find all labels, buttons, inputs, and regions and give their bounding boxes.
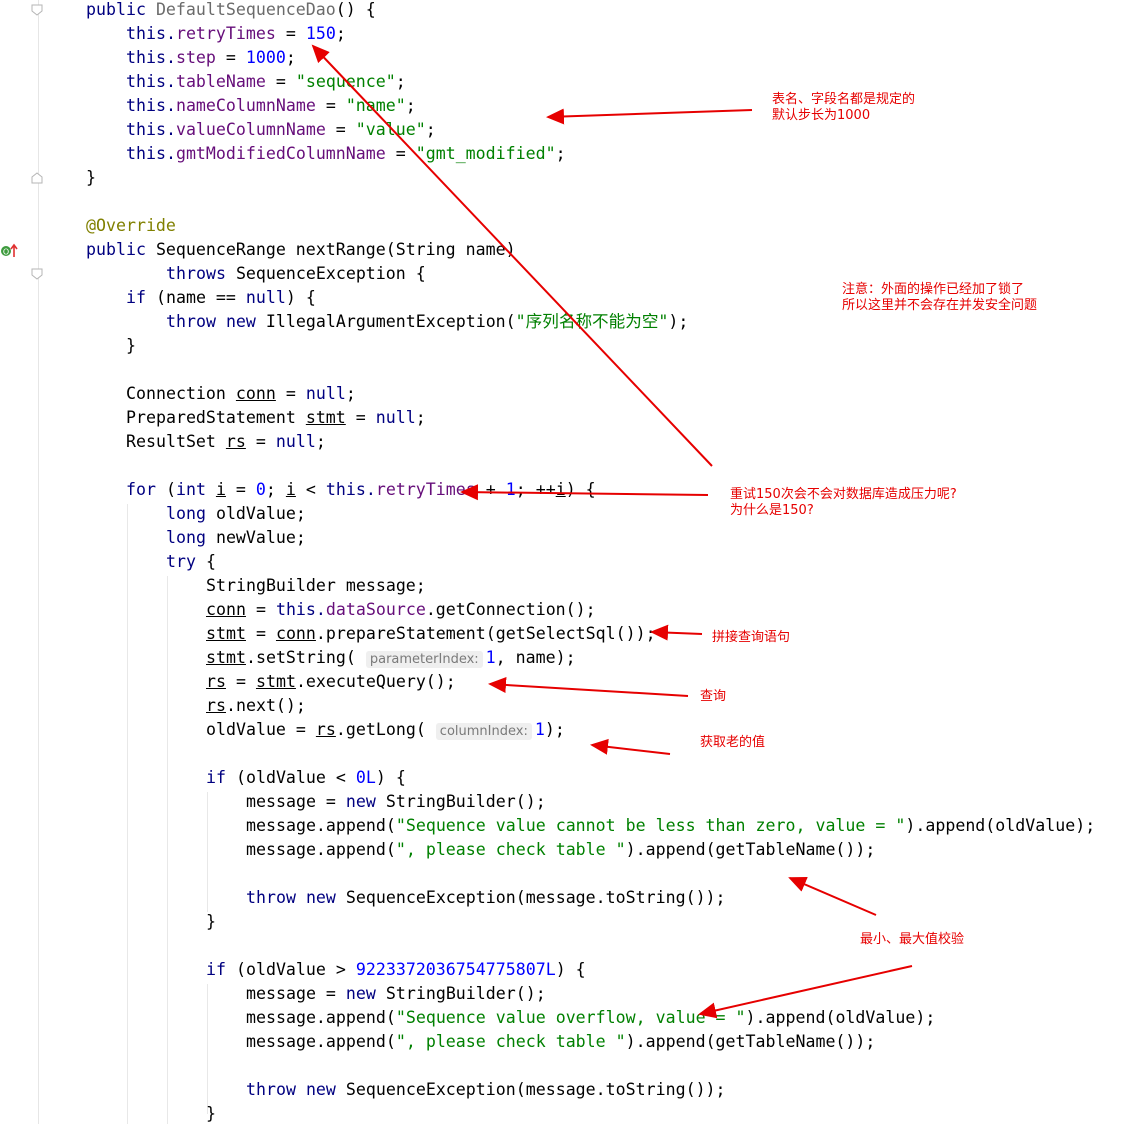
note-table-names: 表名、字段名都是规定的 默认步长为1000 bbox=[772, 92, 916, 123]
arrow-build-sql bbox=[650, 624, 703, 641]
code-line: if (name == null) { bbox=[126, 288, 316, 307]
code-line: this.step = 1000; bbox=[126, 48, 296, 67]
code-line: PreparedStatement stmt = null; bbox=[126, 408, 426, 427]
note-min-max: 最小、最大值校验 bbox=[860, 932, 965, 947]
code-line: throw new SequenceException(message.toSt… bbox=[246, 888, 726, 907]
override-gutter-icon[interactable]: O bbox=[0, 242, 20, 260]
code-line: message.append(", please check table ").… bbox=[246, 840, 876, 859]
arrow-retry-times bbox=[311, 44, 713, 467]
code-line: long newValue; bbox=[166, 528, 306, 547]
indent-guide bbox=[207, 984, 208, 1114]
code-line: try { bbox=[166, 552, 216, 571]
code-line: @Override bbox=[86, 216, 176, 235]
code-line: message = new StringBuilder(); bbox=[246, 984, 546, 1003]
code-line: } bbox=[206, 912, 216, 931]
arrow-query bbox=[488, 676, 689, 697]
arrow-old-value bbox=[590, 738, 671, 755]
code-line: throw new IllegalArgumentException("序列名称… bbox=[166, 312, 689, 331]
arrow-retry-loop bbox=[460, 484, 709, 501]
code-line: message.append("Sequence value cannot be… bbox=[246, 816, 1096, 835]
code-line: rs.next(); bbox=[206, 696, 306, 715]
code-line: stmt.setString( parameterIndex:1, name); bbox=[206, 648, 576, 668]
note-old-value: 获取老的值 bbox=[700, 735, 766, 750]
indent-guide bbox=[127, 504, 128, 1124]
fold-marker-icon[interactable] bbox=[31, 268, 43, 280]
fold-marker-icon[interactable] bbox=[31, 172, 43, 184]
note-lock: 注意：外面的操作已经加了锁了 所以这里并不会存在并发安全问题 bbox=[842, 282, 1038, 313]
indent-guide bbox=[167, 576, 168, 1124]
code-line: stmt = conn.prepareStatement(getSelectSq… bbox=[206, 624, 656, 643]
fold-marker-icon[interactable] bbox=[31, 4, 43, 16]
code-line: throws SequenceException { bbox=[166, 264, 426, 283]
code-line: public SequenceRange nextRange(String na… bbox=[86, 240, 516, 259]
parameter-hint: parameterIndex: bbox=[365, 651, 483, 668]
code-line: } bbox=[126, 336, 136, 355]
note-query: 查询 bbox=[700, 689, 727, 704]
code-line: ResultSet rs = null; bbox=[126, 432, 326, 451]
code-line: message = new StringBuilder(); bbox=[246, 792, 546, 811]
code-line: this.retryTimes = 150; bbox=[126, 24, 346, 43]
code-line: rs = stmt.executeQuery(); bbox=[206, 672, 456, 691]
code-line: } bbox=[86, 168, 96, 187]
arrow-max-check bbox=[698, 965, 913, 1019]
code-line: this.valueColumnName = "value"; bbox=[126, 120, 436, 139]
note-build-sql: 拼接查询语句 bbox=[712, 630, 791, 645]
code-line: Connection conn = null; bbox=[126, 384, 356, 403]
code-line: if (oldValue < 0L) { bbox=[206, 768, 406, 787]
code-line: throw new SequenceException(message.toSt… bbox=[246, 1080, 726, 1099]
code-line: message.append("Sequence value overflow,… bbox=[246, 1008, 936, 1027]
arrow-min-check bbox=[788, 876, 877, 916]
svg-text:O: O bbox=[3, 248, 9, 257]
code-line: oldValue = rs.getLong( columnIndex:1); bbox=[206, 720, 565, 740]
code-line: if (oldValue > 9223372036754775807L) { bbox=[206, 960, 586, 979]
code-line: public DefaultSequenceDao() { bbox=[86, 0, 376, 19]
indent-guide bbox=[207, 792, 208, 912]
code-line: for (int i = 0; i < this.retryTimes + 1;… bbox=[126, 480, 596, 499]
note-retry: 重试150次会不会对数据库造成压力呢? 为什么是150? bbox=[730, 487, 957, 518]
code-line: StringBuilder message; bbox=[206, 576, 426, 595]
code-line: conn = this.dataSource.getConnection(); bbox=[206, 600, 596, 619]
code-line: message.append(", please check table ").… bbox=[246, 1032, 876, 1051]
code-line: } bbox=[206, 1104, 216, 1123]
parameter-hint: columnIndex: bbox=[435, 723, 532, 740]
code-line: this.gmtModifiedColumnName = "gmt_modifi… bbox=[126, 144, 566, 163]
code-line: long oldValue; bbox=[166, 504, 306, 523]
arrow-table-names bbox=[546, 108, 753, 125]
code-line: this.nameColumnName = "name"; bbox=[126, 96, 416, 115]
editor-gutter bbox=[0, 0, 39, 1124]
